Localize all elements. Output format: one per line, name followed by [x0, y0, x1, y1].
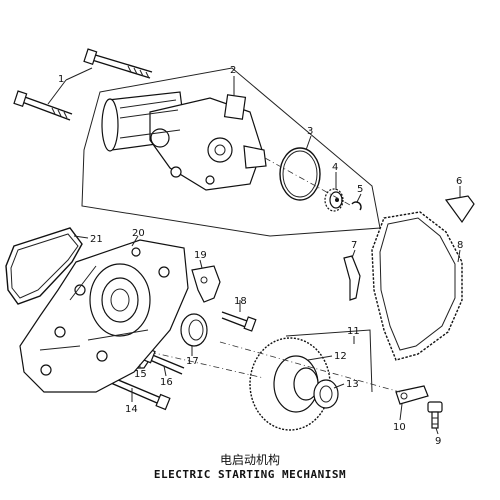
callout-19: 19: [194, 250, 207, 261]
starter-cover: [19, 239, 189, 393]
chain-guide-upper: [444, 195, 475, 224]
callout-15: 15: [134, 369, 147, 380]
callout-5: 5: [357, 184, 363, 195]
bolt-short: [221, 311, 257, 332]
oil-seal: [180, 313, 208, 347]
callout-7: 7: [351, 240, 357, 251]
gasket: [5, 227, 83, 305]
leader-lines: [47, 67, 461, 435]
chain-guide-lower: [343, 255, 361, 301]
callout-12: 12: [334, 351, 347, 362]
callout-1: 1: [58, 74, 64, 85]
callout-13: 13: [346, 379, 359, 390]
drive-chain: [371, 211, 463, 361]
callout-16: 16: [160, 377, 173, 388]
bolt-upper: [83, 48, 153, 79]
callout-17: 17: [186, 356, 199, 367]
bolt-lower: [13, 90, 73, 121]
o-ring: [279, 147, 321, 201]
callout-21: 21: [90, 234, 103, 245]
callout-14: 14: [125, 404, 138, 415]
circlip: [351, 201, 362, 211]
starter-group-frame: [81, 67, 381, 237]
caption-english: ELECTRIC STARTING MECHANISM: [154, 468, 346, 481]
callout-20: 20: [132, 228, 145, 239]
callout-9: 9: [435, 436, 441, 447]
callout-4: 4: [332, 162, 338, 173]
bracket: [191, 265, 221, 303]
bolt-small: [427, 401, 443, 429]
callout-3: 3: [307, 126, 313, 137]
sprocket-group-frame: [285, 329, 373, 393]
callout-11: 11: [347, 326, 360, 337]
callout-18: 18: [234, 296, 247, 307]
callout-6: 6: [456, 176, 462, 187]
callout-10: 10: [393, 422, 406, 433]
starter-motor: [101, 91, 267, 191]
drive-gear: [324, 188, 344, 212]
callout-2: 2: [230, 65, 236, 76]
caption-chinese: 电启动机构: [220, 452, 280, 467]
callout-8: 8: [457, 240, 463, 251]
bearing: [313, 379, 339, 409]
